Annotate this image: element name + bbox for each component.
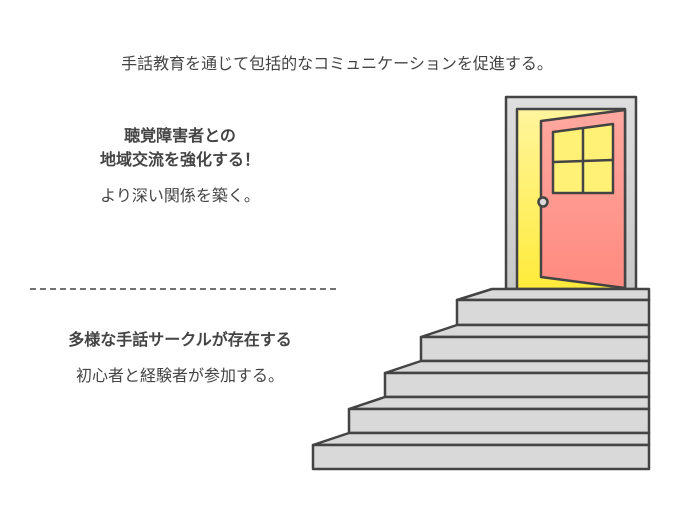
section1-subtitle: より深い関係を築く。 xyxy=(100,186,260,205)
section1-title-line2: 地域交流を強化する！ xyxy=(99,150,260,169)
headline: 手話教育を通じて包括的なコミュニケーションを促進する。 xyxy=(121,54,553,73)
section2-title: 多様な手話サークルが存在する xyxy=(68,330,292,349)
door-window xyxy=(551,122,615,195)
stairs xyxy=(311,287,651,471)
section2-subtitle: 初心者と経験者が参加する。 xyxy=(75,366,284,385)
section1-title-line1: 聴覚障害者との xyxy=(124,126,236,145)
door-knob xyxy=(537,196,549,208)
